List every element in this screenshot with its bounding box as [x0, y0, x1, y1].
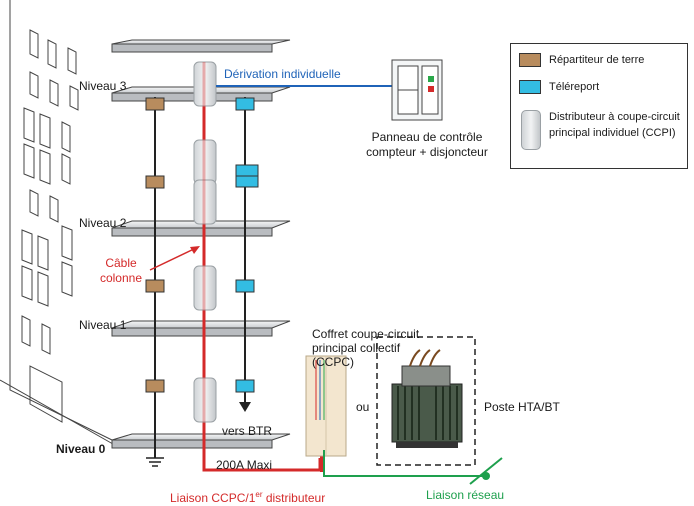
earth-conductor — [146, 97, 164, 467]
ccpc-caption-line2: principal collectif — [312, 341, 401, 355]
cable-pointer-arrow — [149, 246, 200, 271]
legend-ccpi-label-line1: Distributeur à coupe-circuit — [549, 111, 680, 123]
legend-earth-label: Répartiteur de terre — [549, 54, 645, 66]
ccpc-cabinet — [305, 355, 347, 457]
ccpc-caption-line3: (CCPC) — [312, 355, 354, 369]
slab-niveau0 — [111, 433, 291, 449]
vers-btr-label: vers BTR — [222, 424, 273, 438]
label-niveau2: Niveau 2 — [79, 216, 127, 230]
liaison-reseau-label: Liaison réseau — [426, 488, 505, 502]
slab-top — [111, 39, 291, 53]
control-panel — [391, 59, 443, 121]
legend-telereport-swatch — [519, 80, 541, 94]
derivation-label: Dérivation individuelle — [224, 67, 341, 81]
legend: Répartiteur de terre Téléreport Distribu… — [510, 43, 688, 169]
slab-niveau1 — [111, 320, 291, 337]
legend-ccpi-icon — [521, 110, 541, 150]
network-link — [323, 450, 503, 485]
ccpc-caption-line1: Coffret coupe-circuit — [312, 327, 420, 341]
earth-distributors — [145, 97, 165, 393]
telereport-boxes — [235, 97, 259, 393]
building-facade — [0, 0, 121, 449]
label-niveau3: Niveau 3 — [79, 79, 127, 93]
legend-earth-swatch — [519, 53, 541, 67]
ccpi-distributors — [193, 61, 217, 423]
legend-ccpi-label-line2: principal individuel (CCPI) — [549, 127, 676, 139]
transformer-post — [376, 336, 476, 466]
down-arrow-icon — [239, 402, 251, 412]
maxi-label: 200A Maxi — [216, 458, 273, 472]
telereport-conductor — [239, 97, 251, 412]
cable-label-line2: colonne — [99, 271, 143, 285]
panel-caption-line1: Panneau de contrôle — [371, 130, 483, 144]
label-niveau1: Niveau 1 — [79, 318, 127, 332]
label-niveau0: Niveau 0 — [56, 442, 106, 456]
liaison-ccpc-label: Liaison CCPC/1er distributeur — [170, 490, 326, 505]
panel-caption-line2: compteur + disjoncteur — [366, 145, 488, 159]
cable-label-line1: Câble — [105, 256, 137, 270]
legend-telereport-label: Téléreport — [549, 81, 600, 93]
or-label: ou — [356, 400, 370, 414]
poste-label: Poste HTA/BT — [484, 400, 560, 414]
